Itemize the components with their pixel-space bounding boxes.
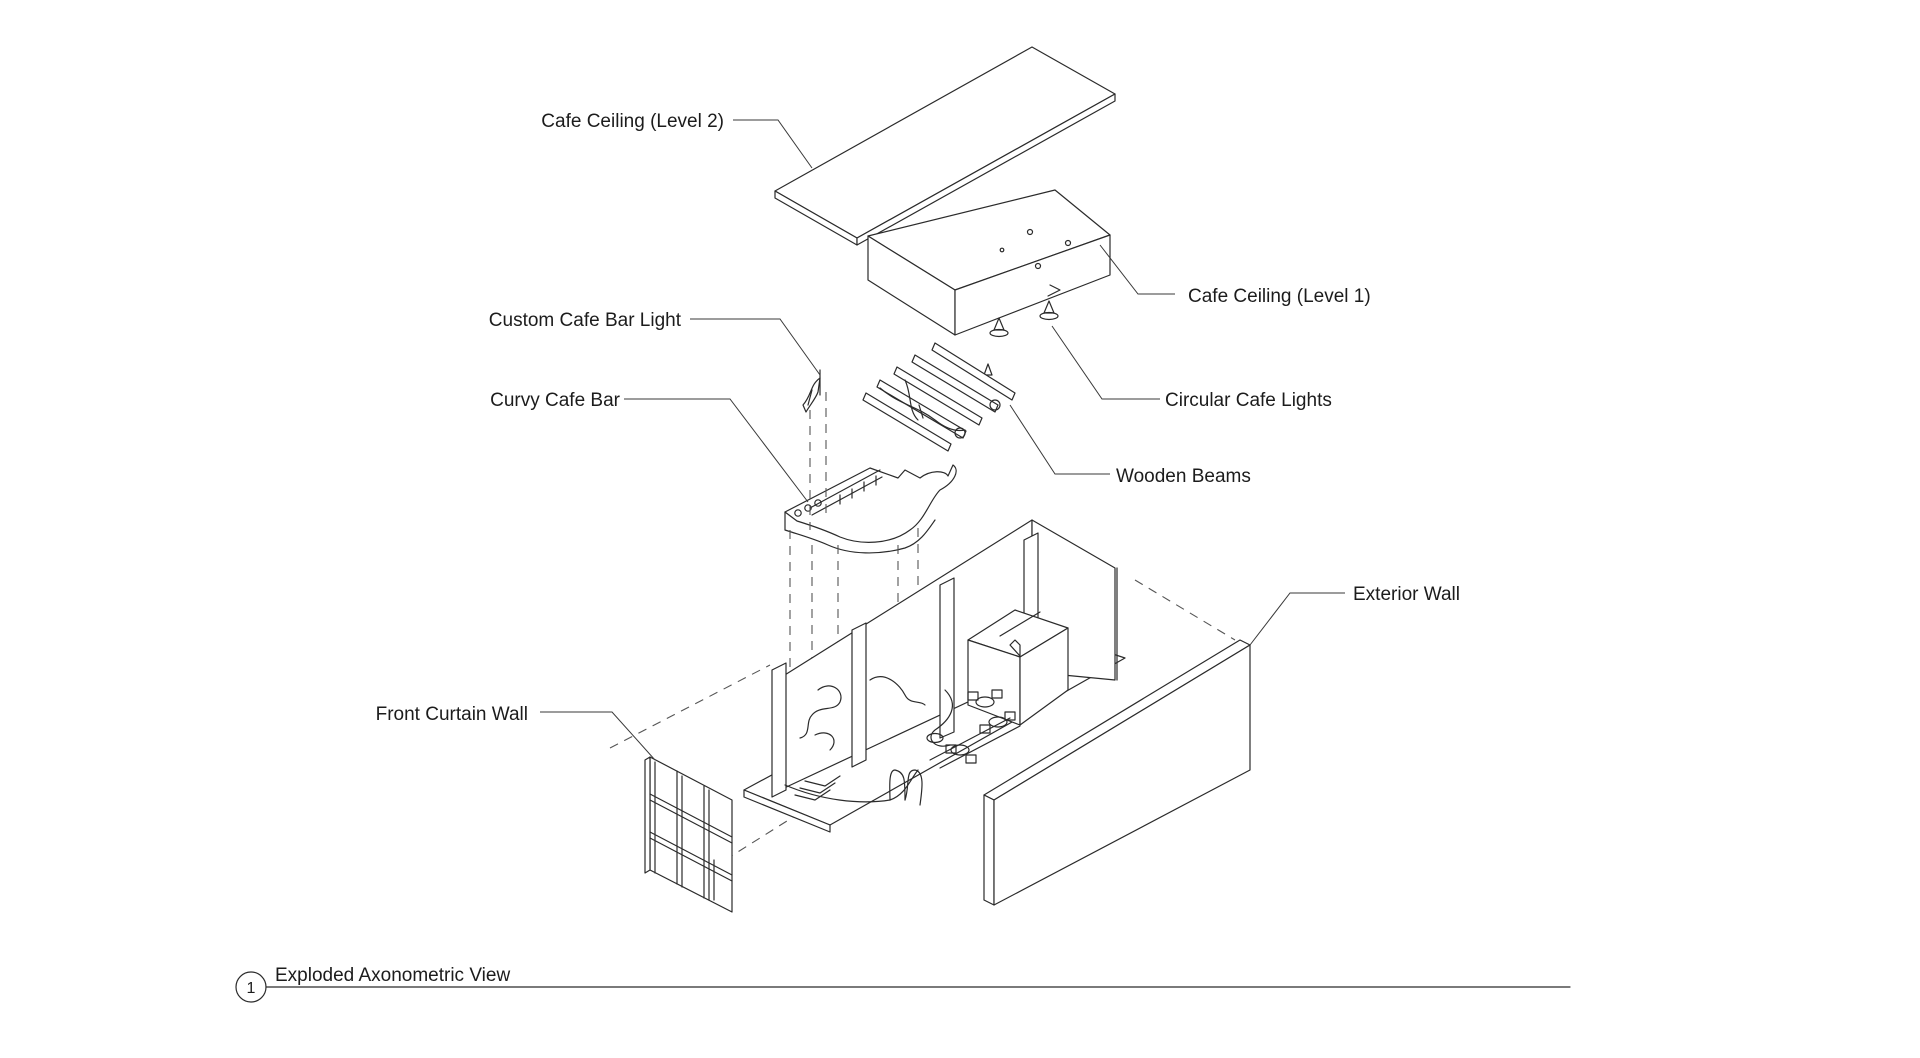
view-title: Exploded Axonometric View	[275, 965, 510, 986]
cafe-ceiling-level2-slab	[774, 46, 1116, 246]
label-custom-cafe-bar-light: Custom Cafe Bar Light	[489, 310, 682, 331]
cafe-interior-shell	[743, 519, 1126, 833]
cafe-tables	[926, 689, 1021, 769]
wooden-beams	[862, 342, 1016, 452]
circular-cafe-lights	[983, 300, 1059, 376]
view-number: 1	[247, 980, 256, 997]
front-curtain-wall	[644, 756, 733, 913]
label-cafe-ceiling-level2: Cafe Ceiling (Level 2)	[541, 111, 724, 132]
label-curvy-cafe-bar: Curvy Cafe Bar	[490, 390, 621, 411]
leader-lines	[540, 119, 1345, 761]
label-exterior-wall: Exterior Wall	[1353, 584, 1460, 605]
label-circular-cafe-lights: Circular Cafe Lights	[1165, 390, 1332, 411]
custom-cafe-bar-light	[802, 369, 821, 413]
exterior-wall	[983, 639, 1251, 906]
label-front-curtain-wall: Front Curtain Wall	[376, 704, 528, 725]
component-labels: Cafe Ceiling (Level 2) Cafe Ceiling (Lev…	[376, 111, 1460, 725]
curvy-cafe-bar	[784, 464, 957, 554]
label-cafe-ceiling-level1: Cafe Ceiling (Level 1)	[1188, 286, 1371, 307]
view-title-block: 1 Exploded Axonometric View	[235, 965, 1571, 1003]
label-wooden-beams: Wooden Beams	[1116, 466, 1251, 487]
cafe-ceiling-level1-box	[867, 189, 1111, 336]
